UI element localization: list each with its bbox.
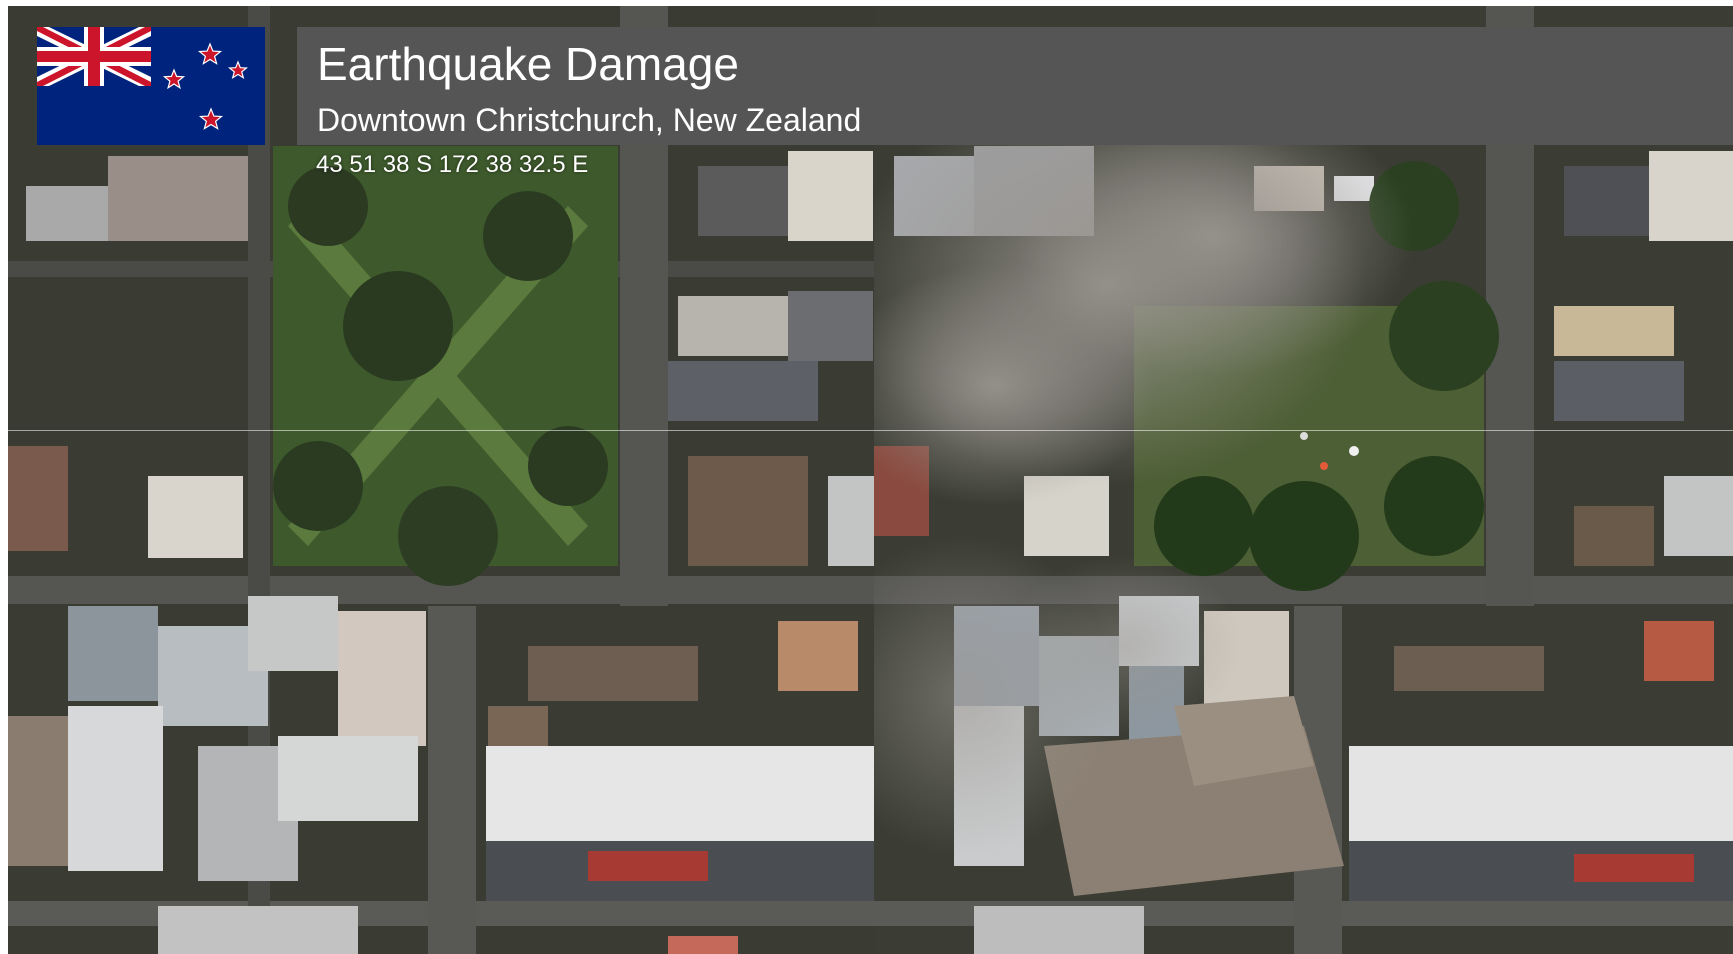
page-subtitle: Downtown Christchurch, New Zealand <box>317 102 862 138</box>
flag <box>37 27 265 145</box>
imagery-stage <box>8 6 1733 954</box>
page-title: Earthquake Damage <box>317 38 739 90</box>
new-zealand-flag-icon <box>37 27 265 145</box>
aerial-image-after-icon <box>874 6 1733 954</box>
aerial-image-before <box>8 6 874 954</box>
title-banner: Earthquake Damage Downtown Christchurch,… <box>297 27 1733 145</box>
coordinates-label: 43 51 38 S 172 38 32.5 E <box>316 151 589 178</box>
aerial-image-after <box>874 6 1733 954</box>
image-seam <box>8 430 1733 431</box>
aerial-image-before-icon <box>8 6 874 954</box>
